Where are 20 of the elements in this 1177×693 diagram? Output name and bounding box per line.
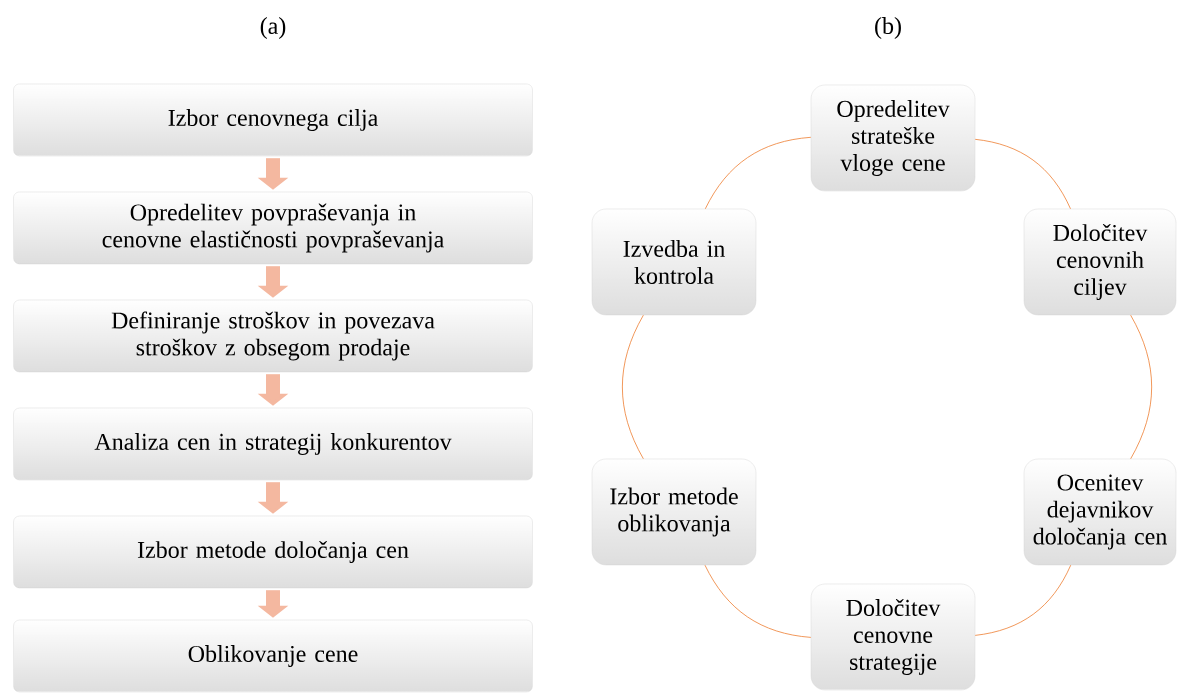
process-box: Izbor metode določanja cen <box>13 515 533 589</box>
cycle-box: Izbor metode oblikovanja <box>591 458 757 566</box>
panel-label: (b) <box>875 17 901 39</box>
cycle-box: Izvedba in kontrola <box>591 208 757 316</box>
cycle-arc <box>704 136 812 210</box>
cycle-arc <box>974 564 1072 636</box>
process-box: Definiranje stroškov in povezava stroškov z obsegom prodaje <box>13 299 533 373</box>
cycle-arc <box>974 138 1071 210</box>
cycle-arc <box>621 314 644 460</box>
cycle-arc <box>704 564 812 638</box>
cycle-box: Opredelitev strateške vloge cene <box>810 84 976 192</box>
cycle-box: Določitev cenovne strategije <box>810 583 976 691</box>
process-box: Analiza cen in strategij konkurentov <box>13 407 533 481</box>
cycle-arc <box>1130 314 1153 460</box>
process-box: Izbor cenovnega cilja <box>13 83 533 157</box>
process-box: Oblikovanje cene <box>13 619 533 693</box>
panel-label: (a) <box>260 17 286 39</box>
process-box: Opredelitev povpraševanja in cenovne elastičnosti povpraševanja <box>13 191 533 265</box>
cycle-box: Ocenitev dejavnikov določanja cen <box>1023 458 1177 566</box>
cycle-box: Določitev cenovnih ciljev <box>1023 208 1177 316</box>
